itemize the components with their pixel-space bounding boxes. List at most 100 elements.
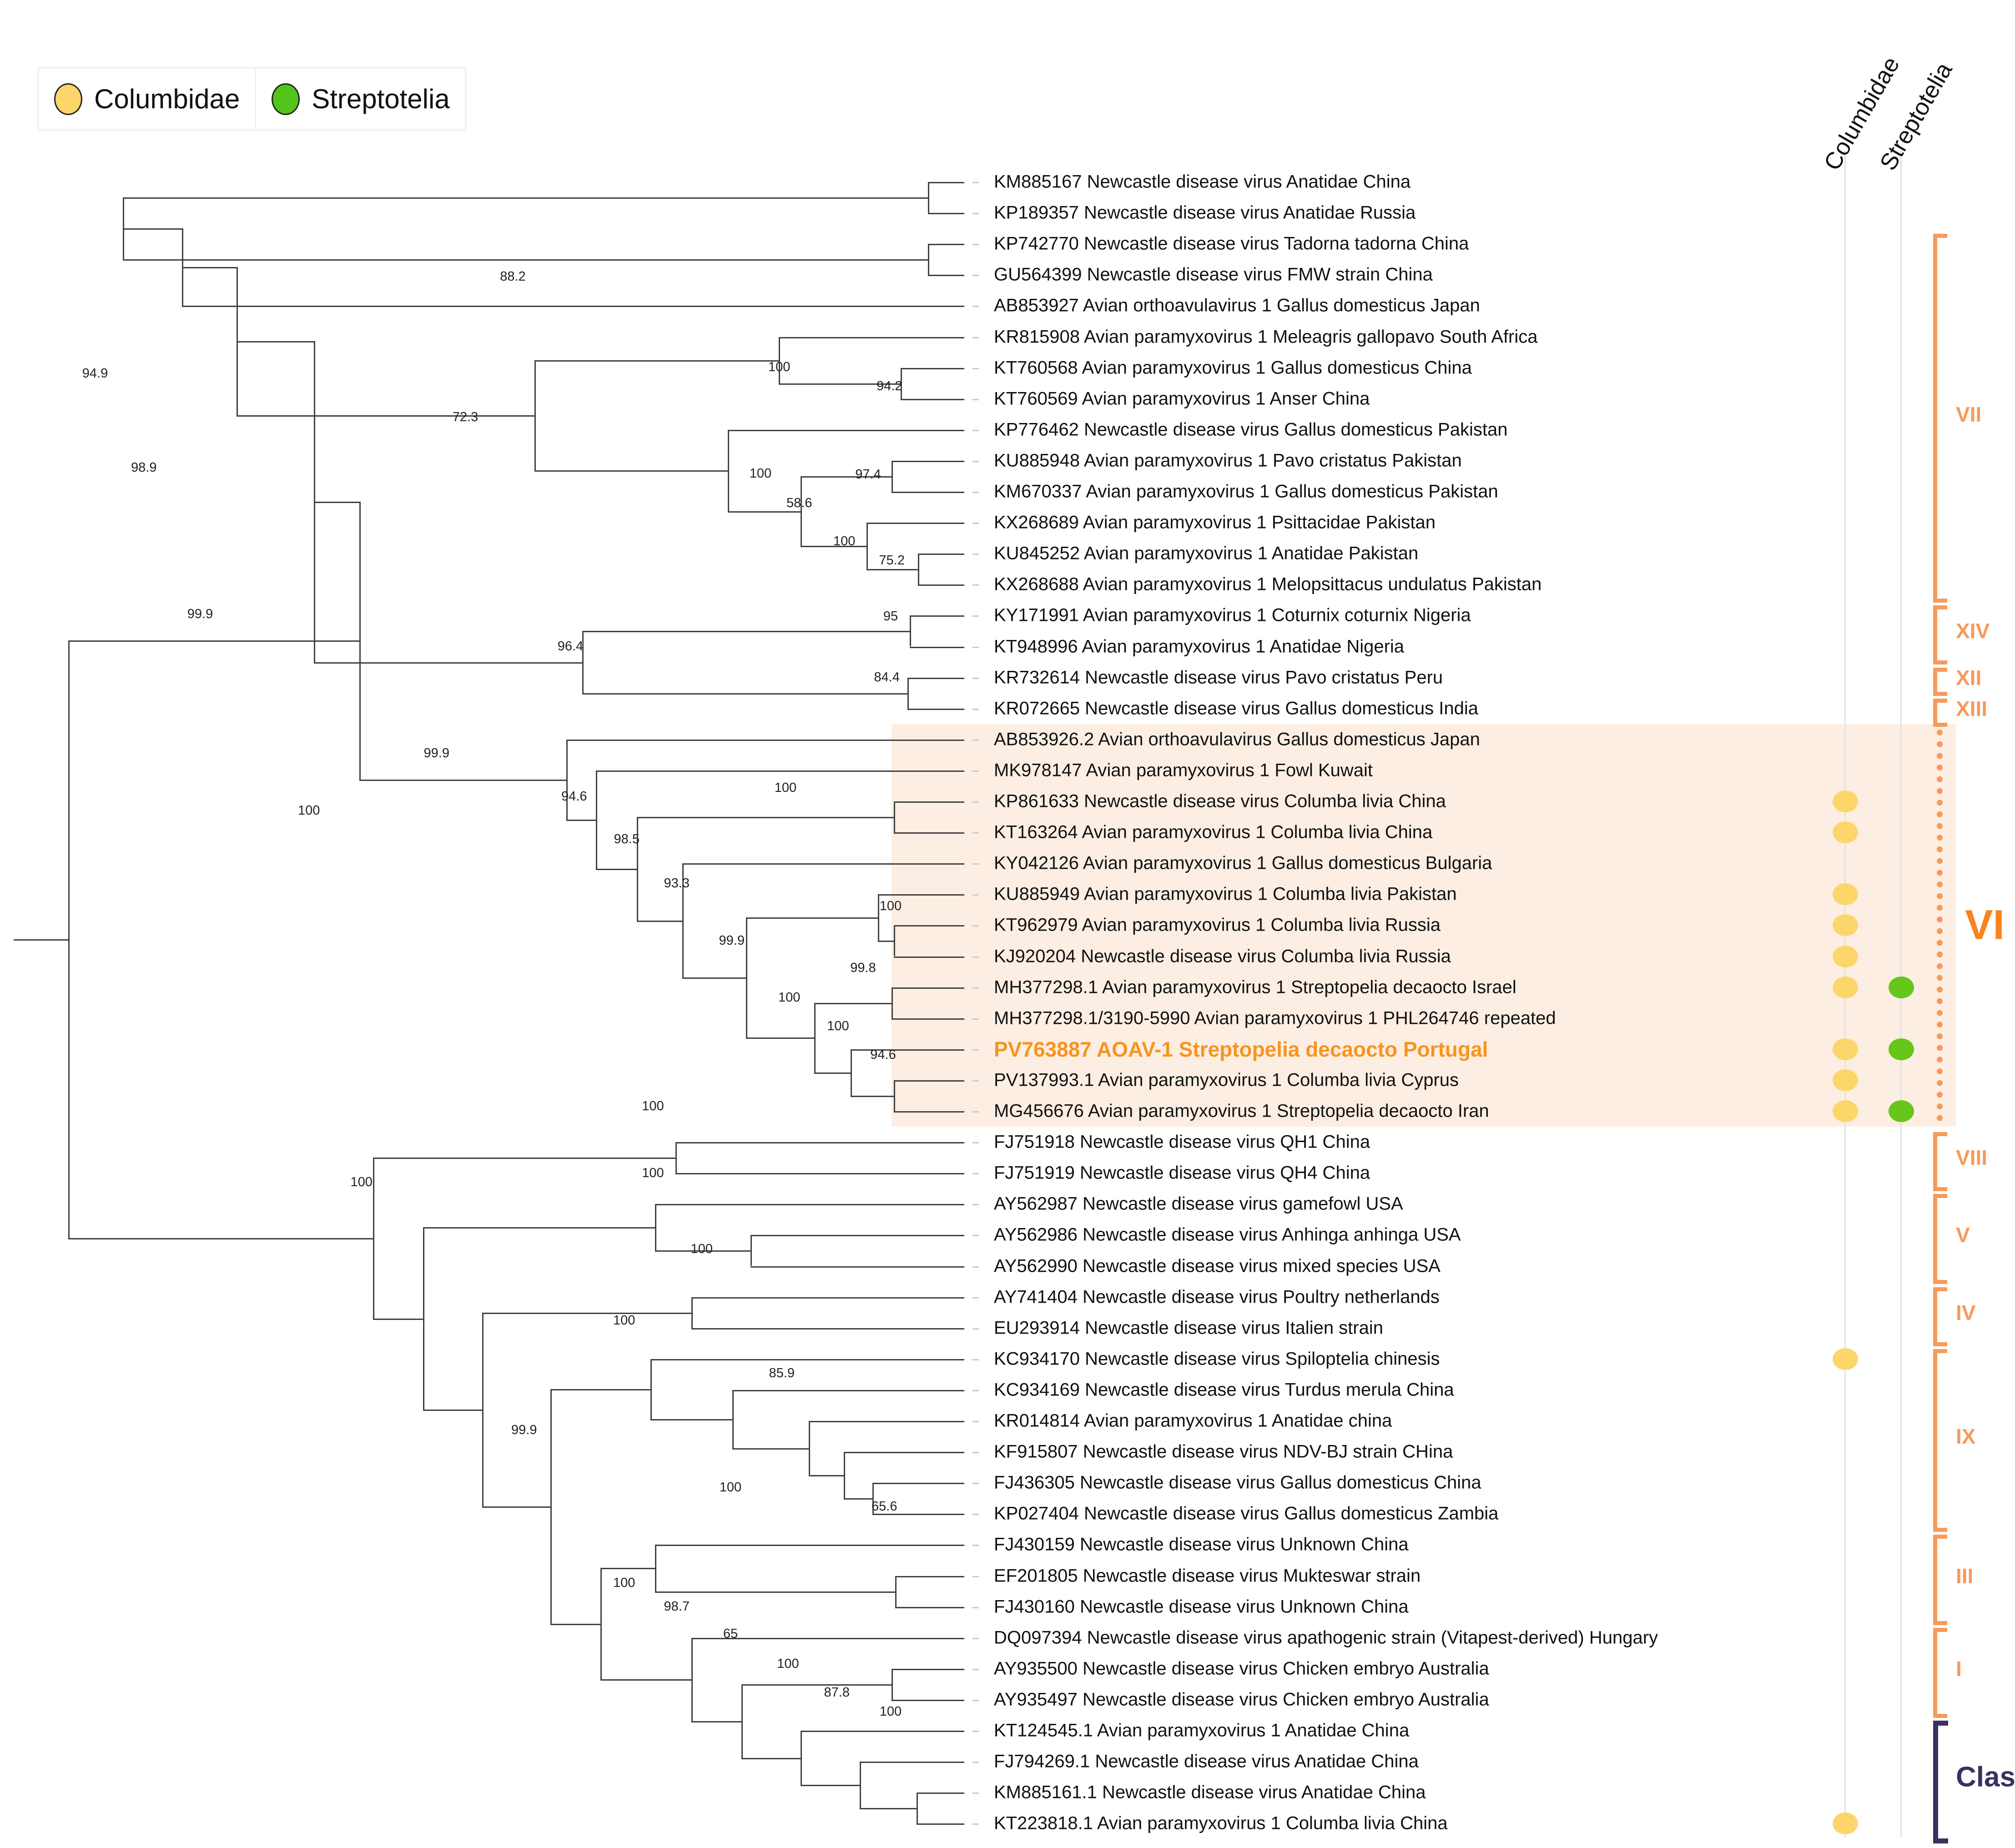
tree-branch [682,863,684,978]
tip-tick [972,306,979,307]
tree-branch [600,1568,655,1570]
taxon-label: MH377298.1/3190-5990 Avian paramyxovirus… [994,1008,1556,1028]
columbidae-trait-dot [1833,883,1858,906]
tree-branch [600,1568,602,1680]
tree-branch [895,1576,964,1577]
legend-label-streptotelia: Streptotelia [312,84,450,114]
tree-branch [534,470,728,472]
tree-branch [550,1389,650,1390]
tree-branch [894,801,895,833]
tip-tick [972,244,979,246]
tree-branch [860,1762,964,1763]
genotype-label: IX [1956,1425,1976,1449]
tree-branch [582,631,584,693]
taxon-label: AY935500 Newcastle disease virus Chicken… [994,1658,1489,1679]
taxon-label: KT223818.1 Avian paramyxovirus 1 Columba… [994,1813,1448,1833]
taxon-label: AY562986 Newcastle disease virus Anhinga… [994,1224,1461,1245]
legend-item-streptotelia: Streptotelia [256,68,465,130]
tree-branch [779,383,901,385]
bootstrap-value: 94.2 [877,379,902,394]
genotype-label: III [1956,1564,1974,1588]
genotype-bracket [1933,1627,1947,1718]
tree-branch [359,779,566,781]
taxon-label: FJ436305 Newcastle disease virus Gallus … [994,1472,1481,1493]
tip-tick [972,523,979,524]
tree-branch [917,1823,964,1825]
tree-branch [728,429,729,511]
tree-branch [182,306,964,307]
tree-branch [844,1498,872,1500]
bootstrap-value: 58.6 [786,496,812,511]
tree-branch [892,460,893,492]
taxon-label: KP776462 Newcastle disease virus Gallus … [994,419,1508,440]
tree-branch [637,817,638,921]
tree-branch [314,501,359,503]
tree-branch [860,1762,861,1808]
tree-branch [892,987,893,1018]
bootstrap-value: 100 [719,1480,742,1495]
tree-branch [809,1421,810,1475]
tip-tick [972,1049,979,1051]
tip-tick [972,1173,979,1175]
tree-branch [746,1037,814,1039]
tree-branch [878,941,894,942]
tree-branch [928,275,964,277]
tip-tick [972,275,979,277]
tree-branch [892,1699,964,1701]
tree-branch [910,615,911,647]
bootstrap-value: 97.4 [855,467,881,482]
tree-branch [910,615,964,617]
taxon-label: AY562987 Newcastle disease virus gamefow… [994,1193,1403,1214]
tip-tick [972,1762,979,1763]
taxon-label: EF201805 Newcastle disease virus Muktesw… [994,1566,1421,1586]
tree-branch [359,501,361,780]
tree-branch [373,1158,675,1159]
taxon-label: GU564399 Newcastle disease virus FMW str… [994,264,1433,285]
tree-branch [14,939,68,941]
tree-branch [68,640,359,642]
tree-branch [566,739,964,741]
genotype-bracket [1933,1287,1947,1346]
tree-branch [655,1545,964,1546]
bootstrap-value: 84.4 [874,670,900,685]
tree-branch [596,868,637,870]
tree-branch [801,1785,860,1787]
bootstrap-value: 99.9 [511,1423,537,1438]
tip-tick [972,1266,979,1268]
tree-branch [314,341,315,662]
columbidae-trait-dot [1833,791,1858,812]
genotype-bracket [1937,729,1943,1121]
taxon-label: KY042126 Avian paramyxovirus 1 Gallus do… [994,853,1492,873]
tree-branch [423,1227,424,1410]
tree-branch [892,1018,964,1020]
bootstrap-value: 99.9 [719,933,745,948]
taxon-label: KJ920204 Newcastle disease virus Columba… [994,946,1451,966]
bootstrap-value: 98.7 [664,1599,690,1614]
tree-branch [860,1808,917,1810]
tip-tick [972,1452,979,1454]
taxon-label: KT760568 Avian paramyxovirus 1 Gallus do… [994,358,1472,378]
tree-branch [907,708,964,710]
tree-branch [373,1318,423,1320]
tree-branch [801,1731,802,1785]
tip-tick [972,1483,979,1485]
tree-branch [918,584,964,586]
tip-tick [972,987,979,989]
tree-branch [534,360,779,362]
bootstrap-value: 100 [613,1575,635,1590]
tree-branch [482,1312,484,1506]
tree-branch [582,631,910,633]
bootstrap-value: 94.6 [870,1047,896,1062]
streptotelia-marker-icon [272,83,300,115]
tree-branch [675,1142,677,1173]
tip-tick [972,1823,979,1825]
bootstrap-value: 100 [690,1242,713,1257]
tip-tick [972,1359,979,1360]
taxon-label: KR072665 Newcastle disease virus Gallus … [994,698,1478,719]
tree-branch [851,1049,964,1051]
tip-tick [972,1018,979,1020]
tree-branch [732,1390,964,1391]
tree-branch [655,1591,895,1593]
taxon-label: KU885948 Avian paramyxovirus 1 Pavo cris… [994,450,1462,471]
tip-tick [972,1204,979,1206]
